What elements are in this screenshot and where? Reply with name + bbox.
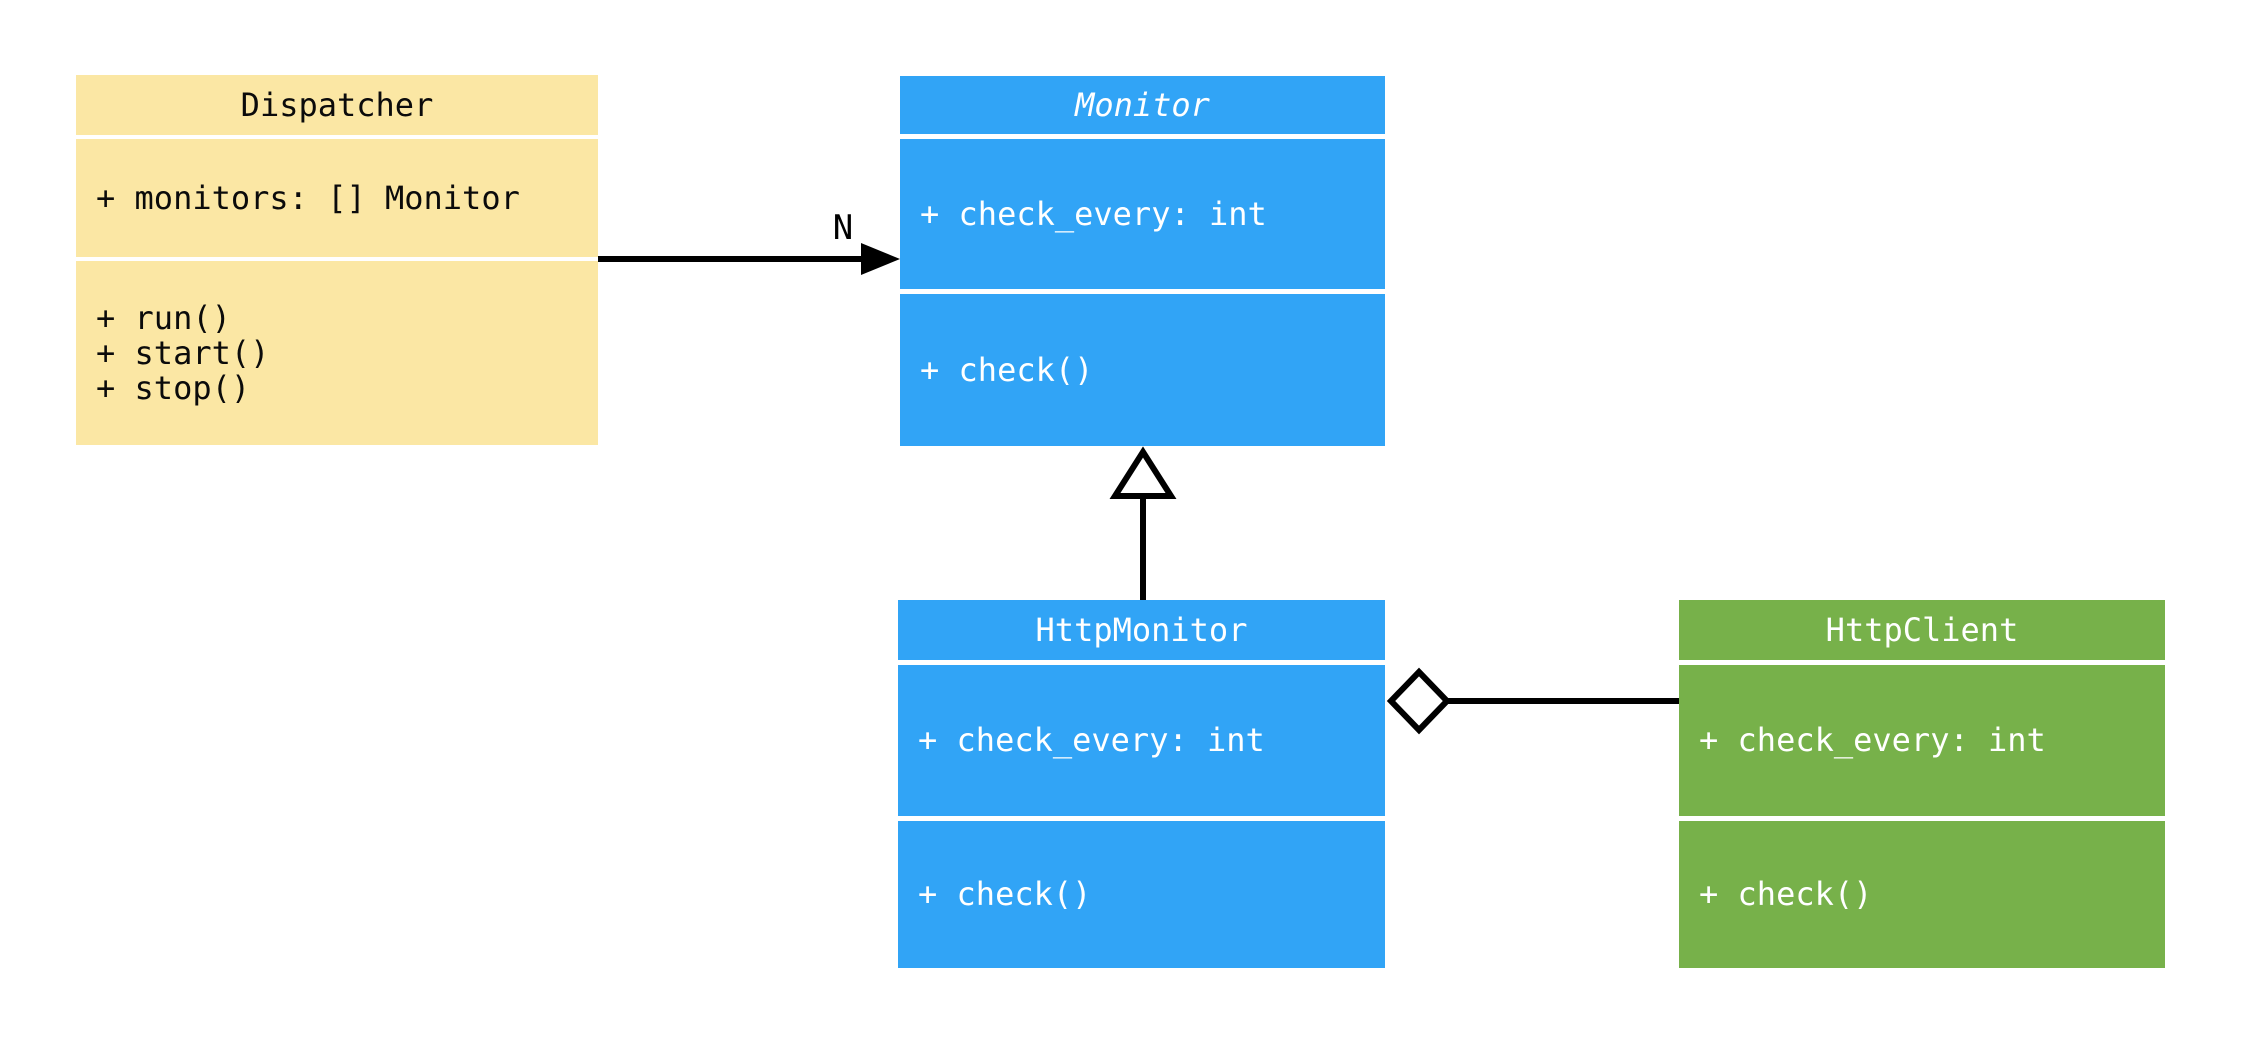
aggregation-diamond-icon	[1386, 667, 1452, 735]
class-method: + check()	[1699, 875, 1873, 913]
class-method: + check()	[920, 350, 1094, 389]
class-attributes-section: + check_every: int	[898, 665, 1385, 816]
class-attribute: + monitors: [] Monitor	[96, 178, 520, 217]
class-method: + check()	[918, 875, 1092, 913]
class-title: HttpMonitor	[898, 600, 1385, 660]
class-method: + start()	[96, 333, 270, 372]
class-attributes-section: + check_every: int	[900, 139, 1385, 289]
class-node-monitor[interactable]: Monitor + check_every: int + check()	[900, 76, 1385, 446]
class-node-http-monitor[interactable]: HttpMonitor + check_every: int + check()	[898, 600, 1385, 968]
class-methods-section: + check()	[898, 821, 1385, 968]
class-methods-section: + check()	[1679, 821, 2165, 968]
class-methods-section: + check()	[900, 294, 1385, 446]
class-methods-section: + run() + start() + stop()	[76, 261, 598, 445]
class-attribute: + check_every: int	[920, 194, 1267, 233]
class-attribute: + check_every: int	[1699, 721, 2046, 759]
class-attributes-section: + check_every: int	[1679, 665, 2165, 816]
class-title: HttpClient	[1679, 600, 2165, 660]
class-attribute: + check_every: int	[918, 721, 1265, 759]
class-title: Dispatcher	[76, 75, 598, 135]
class-node-dispatcher[interactable]: Dispatcher + monitors: [] Monitor + run(…	[76, 75, 598, 445]
class-method: + stop()	[96, 368, 251, 407]
class-method: + run()	[96, 298, 231, 337]
class-title: Monitor	[900, 76, 1385, 134]
class-node-http-client[interactable]: HttpClient + check_every: int + check()	[1679, 600, 2165, 968]
association-arrowhead-icon	[861, 243, 900, 275]
inheritance-triangle-icon	[1109, 446, 1177, 499]
class-attributes-section: + monitors: [] Monitor	[76, 139, 598, 257]
association-multiplicity-label: N	[832, 208, 854, 248]
